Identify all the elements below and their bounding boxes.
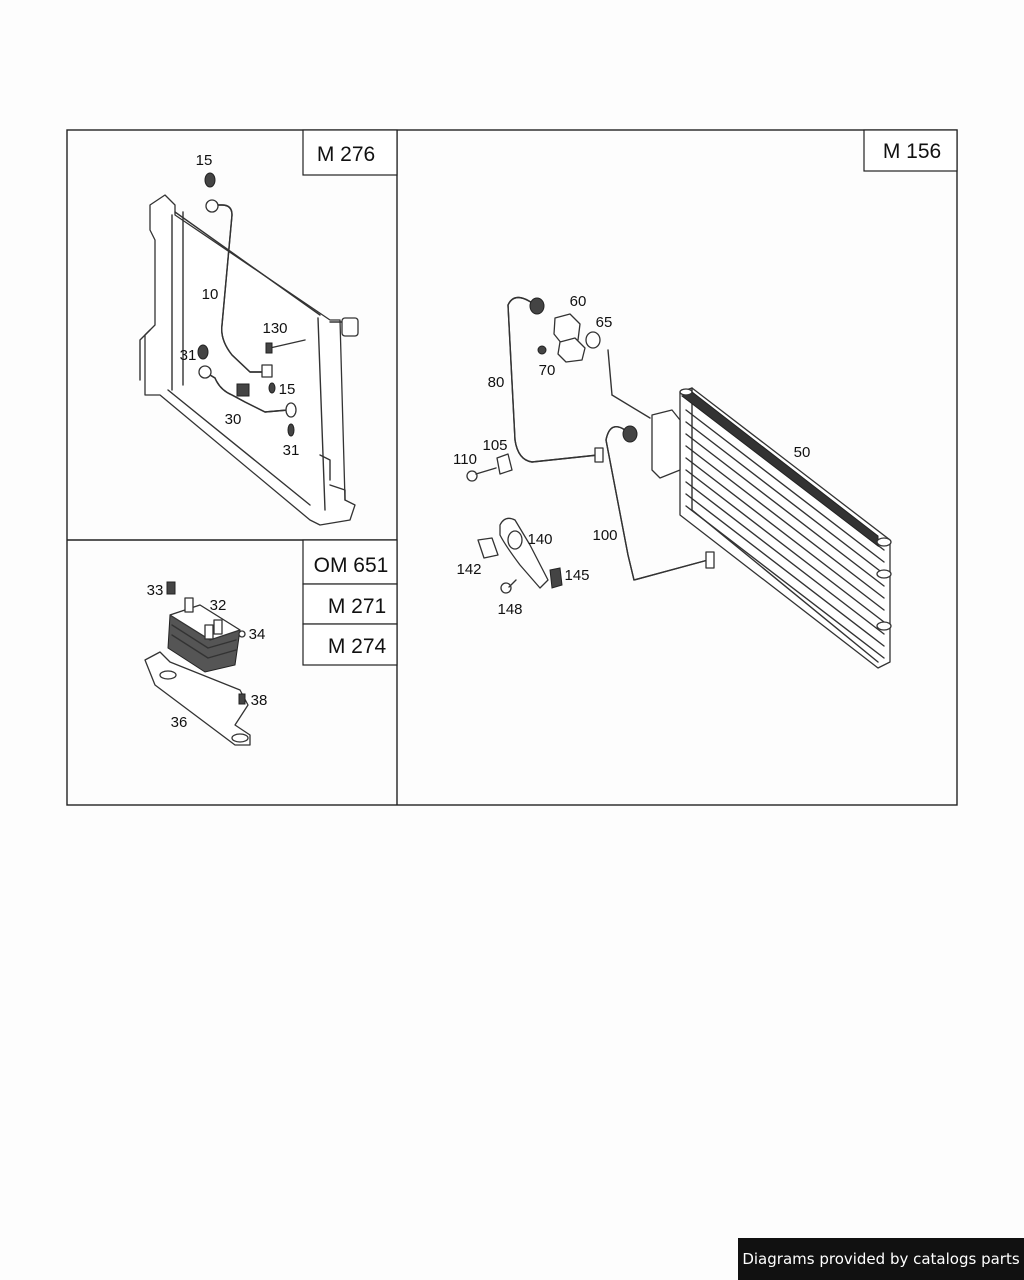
callout-31-left: 31 xyxy=(180,347,197,364)
engine-label-m156: M 156 xyxy=(863,129,958,172)
callout-100: 100 xyxy=(592,527,617,544)
oil-cooler-assembly-m156 xyxy=(466,296,892,669)
callout-32: 32 xyxy=(210,597,227,614)
callout-80: 80 xyxy=(488,374,505,391)
callout-142: 142 xyxy=(456,561,481,578)
engine-label-m274: M 274 xyxy=(302,623,398,666)
callout-15-right: 15 xyxy=(279,381,296,398)
engine-label-m274-text: M 274 xyxy=(328,635,387,658)
callout-110: 110 xyxy=(453,451,477,468)
callout-15-top: 15 xyxy=(196,152,213,169)
engine-label-m271: M 271 xyxy=(302,583,398,625)
callout-148: 148 xyxy=(497,601,522,618)
seal-ring-31-top xyxy=(197,344,209,360)
callout-10: 10 xyxy=(202,286,219,303)
engine-label-m156-text: M 156 xyxy=(883,140,941,163)
diagram-credit-banner: Diagrams provided by catalogs parts xyxy=(738,1238,1024,1280)
callout-60: 60 xyxy=(570,293,587,310)
radiator-assembly-m276 xyxy=(139,172,359,526)
callout-105: 105 xyxy=(482,437,507,454)
engine-label-om651: OM 651 xyxy=(302,539,398,585)
engine-label-m276: M 276 xyxy=(302,129,398,176)
callout-70: 70 xyxy=(539,362,556,379)
seal-ring-15-top xyxy=(204,172,216,188)
oil-cooler-assembly xyxy=(144,581,251,746)
engine-label-om651-text: OM 651 xyxy=(314,554,389,577)
callout-130: 130 xyxy=(262,320,287,337)
callout-34: 34 xyxy=(249,626,266,643)
callout-38: 38 xyxy=(251,692,268,709)
callout-36: 36 xyxy=(171,714,188,731)
callout-145: 145 xyxy=(564,567,589,584)
callout-50: 50 xyxy=(794,444,811,461)
diagram-frame xyxy=(66,129,958,806)
callout-30: 30 xyxy=(225,411,242,428)
callout-33: 33 xyxy=(147,582,164,599)
callout-140: 140 xyxy=(527,531,552,548)
engine-label-m276-text: M 276 xyxy=(317,143,375,166)
callout-65: 65 xyxy=(596,314,613,331)
callout-31-right: 31 xyxy=(283,442,300,459)
engine-label-m271-text: M 271 xyxy=(328,595,386,618)
